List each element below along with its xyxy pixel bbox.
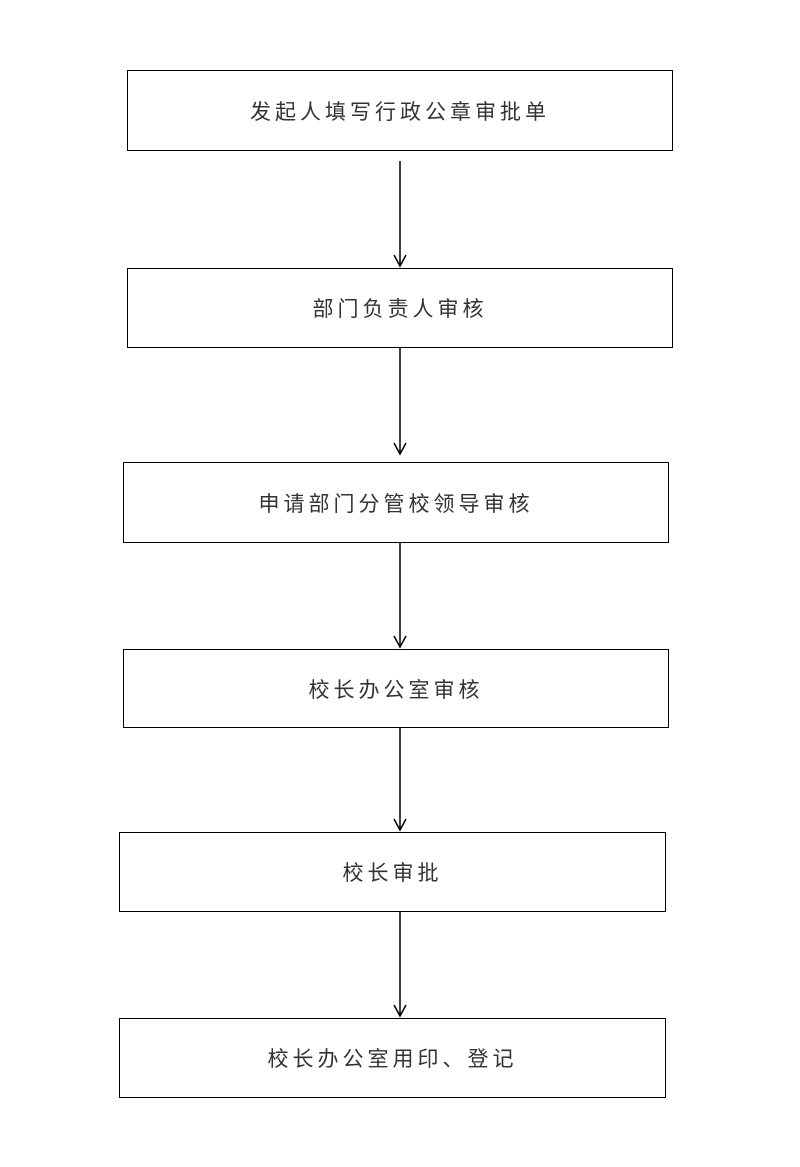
- step-label: 申请部门分管校领导审核: [258, 491, 534, 516]
- step-principal-office-review: 校长办公室审核: [123, 649, 669, 728]
- step-department-head-review: 部门负责人审核: [127, 268, 673, 348]
- step-label: 部门负责人审核: [312, 297, 488, 321]
- step-label: 发起人填写行政公章审批单: [250, 99, 550, 124]
- step-label: 校长审批: [342, 861, 443, 885]
- step-vice-leader-review: 申请部门分管校领导审核: [123, 462, 669, 543]
- step-initiator-fill-form: 发起人填写行政公章审批单: [127, 70, 673, 151]
- step-label: 校长办公室审核: [308, 677, 484, 702]
- step-seal-and-register: 校长办公室用印、登记: [119, 1018, 666, 1098]
- step-principal-approval: 校长审批: [119, 832, 666, 912]
- step-label: 校长办公室用印、登记: [267, 1047, 518, 1071]
